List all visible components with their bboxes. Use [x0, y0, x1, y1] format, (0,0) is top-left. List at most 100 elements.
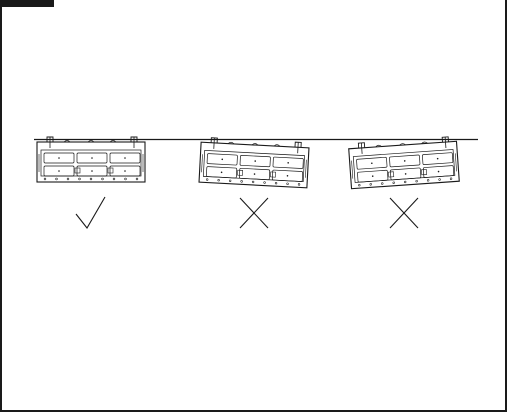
bracket-tilted-left-low: [348, 136, 460, 190]
bracket-hole: [438, 178, 441, 181]
bracket-hook-stem: [444, 137, 447, 149]
bracket-screw-hole: [58, 170, 60, 172]
bracket-slot: [109, 165, 141, 177]
bracket-tilted-right-low: [198, 137, 310, 189]
bracket-panels: [36, 136, 460, 229]
checkmark-icon: [75, 196, 106, 229]
bracket-hole: [43, 177, 47, 181]
bracket-slot: [422, 152, 454, 165]
bracket-side-mark: [351, 160, 354, 179]
bracket-slot: [43, 165, 75, 177]
bracket-screw-hole: [403, 160, 406, 162]
bracket-slot: [422, 165, 455, 178]
bracket-hole: [263, 181, 266, 184]
bracket-slot: [389, 154, 421, 168]
bracket-hole: [369, 183, 372, 186]
bracket-frame: [198, 141, 310, 189]
bracket-hole: [55, 177, 58, 181]
bracket-screw-hole: [370, 162, 373, 165]
bracket-hole: [381, 182, 384, 185]
bracket-screw-hole: [436, 157, 439, 160]
bracket-hole: [124, 177, 127, 181]
bracket-hole: [205, 178, 209, 181]
bracket-screw-hole: [286, 174, 289, 177]
bracket-bump: [399, 143, 406, 146]
bracket-side-mark: [305, 159, 307, 178]
bracket-bump: [421, 141, 428, 144]
bracket-bump: [63, 140, 71, 143]
cross-stroke: [239, 197, 269, 229]
bracket-hole: [403, 180, 407, 184]
header-tab: [2, 0, 54, 7]
bracket-frame: [348, 140, 460, 190]
bracket-tab: [421, 169, 428, 176]
bracket-slot: [238, 167, 271, 181]
bracket-slot: [206, 153, 238, 166]
bracket-screw-hole: [287, 161, 289, 164]
bracket-slot: [271, 169, 304, 182]
bracket-hole: [89, 177, 93, 181]
bracket-bump: [375, 144, 382, 148]
cross-stroke: [389, 197, 419, 229]
bracket-hole: [426, 179, 430, 182]
bracket-hole: [135, 177, 139, 181]
bracket-slot: [206, 166, 238, 179]
bracket-hole: [112, 177, 116, 181]
bracket-slot: [272, 156, 304, 169]
bracket-hole: [228, 179, 232, 182]
bracket-frame: [36, 141, 146, 183]
bracket-tab: [270, 171, 276, 178]
bracket-bump: [227, 141, 235, 145]
bracket-hook-stem: [360, 142, 363, 154]
bracket-hole: [392, 181, 395, 184]
bracket-slot: [356, 156, 388, 170]
bracket-bump: [87, 140, 95, 143]
bracket-screw-hole: [253, 173, 256, 175]
bracket-screw-hole: [371, 175, 374, 178]
bracket-screw-hole: [124, 170, 126, 172]
bracket-screw-hole: [91, 157, 93, 159]
bracket-hole: [78, 177, 81, 181]
bracket-tab: [74, 167, 81, 174]
bracket-hook-stem: [297, 142, 299, 154]
bracket-hole: [251, 180, 255, 184]
bracket-slot: [357, 169, 389, 183]
bracket-hole: [415, 179, 418, 183]
bracket-slot: [76, 165, 108, 177]
bracket-slot: [109, 152, 141, 164]
bracket-screw-hole: [404, 173, 407, 175]
bracket-screw-hole: [437, 170, 440, 173]
bracket-tab: [237, 169, 244, 176]
bracket-hole: [66, 177, 70, 181]
bracket-slot: [76, 152, 108, 164]
bracket-screw-hole: [254, 160, 257, 162]
cross-icon: [239, 197, 269, 229]
bracket-hole: [286, 182, 289, 185]
bracket-slot: [43, 152, 75, 164]
bracket-hole: [240, 180, 243, 183]
bracket-tab: [388, 171, 395, 178]
bracket-side-mark: [455, 153, 457, 172]
bracket-bump: [109, 140, 117, 143]
bracket-hole: [101, 177, 104, 181]
bracket-bump: [273, 144, 281, 147]
bracket-hook-stem: [213, 137, 215, 149]
bracket-hole: [297, 183, 301, 186]
bracket-hole: [217, 178, 220, 182]
bracket-hole: [449, 177, 453, 180]
bracket-bump: [251, 143, 259, 146]
bracket-screw-hole: [58, 157, 60, 159]
bracket-side-mark: [201, 154, 203, 173]
bracket-tab: [107, 167, 114, 174]
bracket-hole: [274, 181, 278, 185]
bracket-screw-hole: [220, 171, 223, 174]
cross-icon: [389, 197, 419, 229]
bracket-slot: [390, 167, 422, 181]
bracket-screw-hole: [91, 170, 93, 172]
bracket-hole: [358, 183, 361, 187]
bracket-slot: [239, 154, 271, 168]
bracket-level: [36, 136, 146, 183]
bracket-screw-hole: [124, 157, 126, 159]
